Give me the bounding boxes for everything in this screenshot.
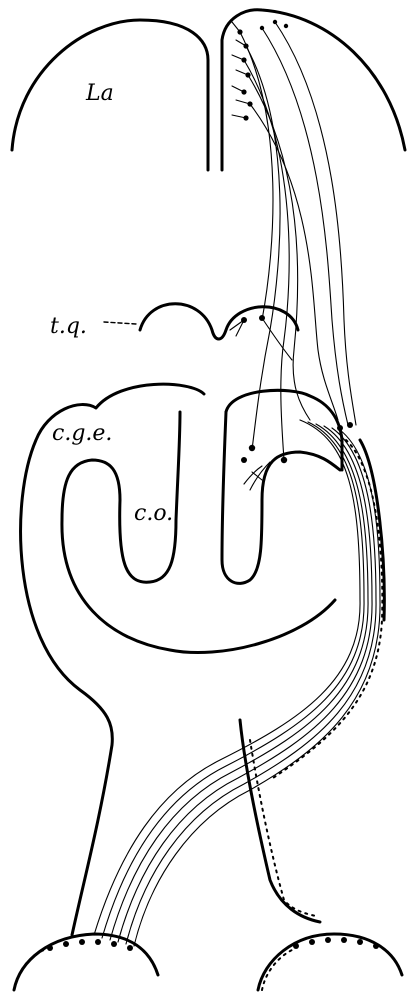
fiber-bundle <box>94 420 384 946</box>
retinal-cells <box>14 937 379 990</box>
label-tq: t.q. <box>50 314 87 339</box>
cge-inner-left-loop <box>62 412 335 653</box>
label-hemisphere: La <box>85 81 114 106</box>
cortical-cells <box>232 20 288 121</box>
tuberculum-quadrigeminum-outline <box>140 304 298 339</box>
cortical-fibers <box>240 22 356 460</box>
right-hemisphere-outline <box>222 10 405 170</box>
right-stalk-outline <box>240 720 320 922</box>
loop-cells <box>241 422 353 490</box>
tq-leader-line <box>104 322 136 324</box>
right-loop-inner <box>222 412 340 583</box>
label-cge: c.g.e. <box>52 421 112 446</box>
left-eye-outline <box>14 934 158 990</box>
label-co: c.o. <box>134 501 173 526</box>
right-eye-outline <box>258 934 402 990</box>
